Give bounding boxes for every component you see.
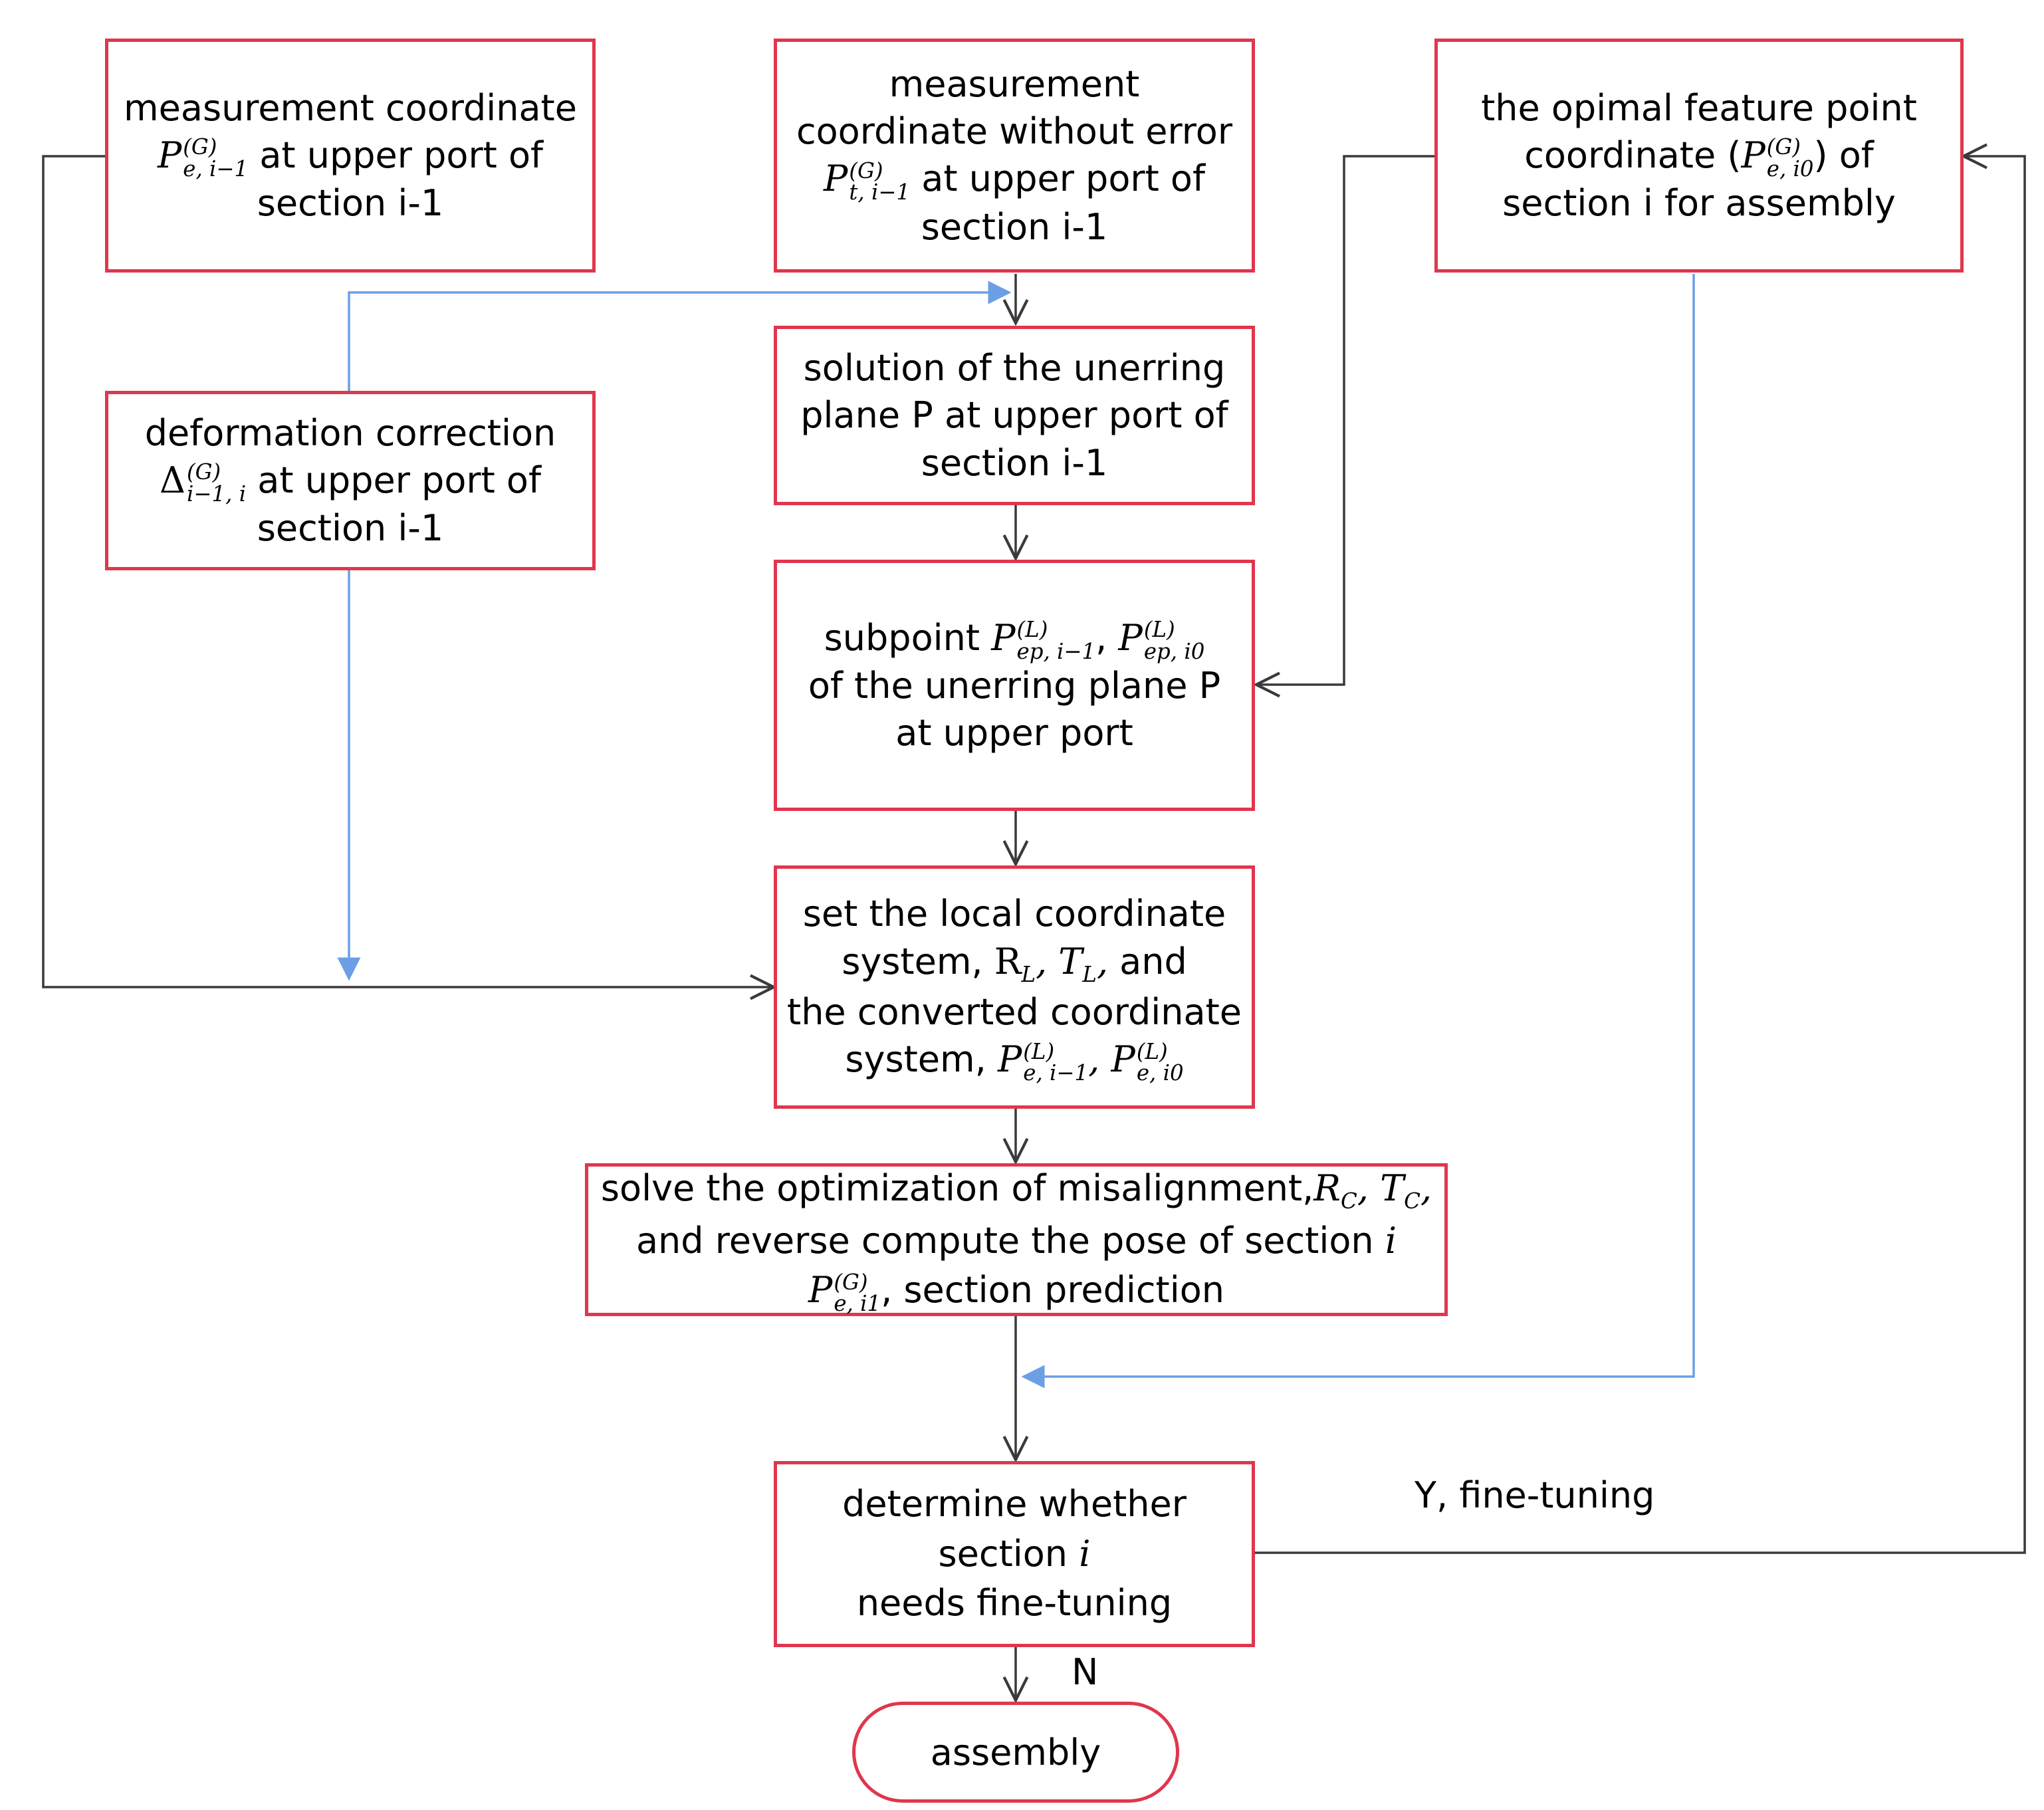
node-local-coordinate-system: set the local coordinate system, RL, TL,…: [774, 865, 1255, 1109]
math-p-e-i-1: P(G)e, i−1: [157, 134, 249, 181]
edge-meas-coord-to-local: [42, 155, 774, 987]
edge-deformation-to-meas-no-error: [348, 281, 1012, 391]
node-optimization: solve the optimization of misalignment,R…: [585, 1163, 1448, 1316]
edge-determine-yes-to-feature: [1255, 156, 2026, 1554]
node-optimal-feature-point: the opimal feature point coordinate (P(G…: [1434, 39, 1964, 273]
edge-feature-to-prediction: [1021, 274, 1695, 1389]
math-p-ep-i-1: P(L)ep, i−1: [991, 616, 1096, 664]
node-measurement-without-error: measurement coordinate without error P(G…: [774, 39, 1255, 273]
math-r-l: RL, TL,: [994, 940, 1109, 987]
node-assembly-terminal: assembly: [852, 1702, 1179, 1803]
node-determine-fine-tuning: determine whether section i needs fine-t…: [774, 1461, 1255, 1647]
math-p-e-i1: P(G)e, i1: [808, 1269, 881, 1317]
node-deformation-correction: deformation correction Δ(G)i−1, i at upp…: [105, 391, 596, 570]
math-delta: Δ(G)i−1, i: [160, 459, 247, 507]
math-p-e-i-1-local: P(L)e, i−1, P(L)e, i0: [997, 1038, 1184, 1086]
math-p-t-i-1: P(G)t, i−1: [824, 158, 911, 205]
math-p-ep-i0: P(L)ep, i0: [1118, 616, 1205, 664]
node-unerring-plane-solution: solution of the unerring plane P at uppe…: [774, 326, 1255, 505]
edge-label-no: N: [1072, 1651, 1099, 1693]
edge-label-yes: Y, fine-tuning: [1415, 1474, 1655, 1516]
node-subpoint: subpoint P(L)ep, i−1, P(L)ep, i0 of the …: [774, 560, 1255, 811]
math-r-c-t-c: RC, TC,: [1313, 1167, 1432, 1214]
node-text-line: measurement coordinate: [124, 86, 577, 129]
node-measurement-coordinate: measurement coordinate P(G)e, i−1 at upp…: [105, 39, 596, 273]
edge-feature-to-subpoint: [1256, 155, 1434, 685]
math-p-e-i0: P(G)e, i0: [1741, 134, 1814, 181]
